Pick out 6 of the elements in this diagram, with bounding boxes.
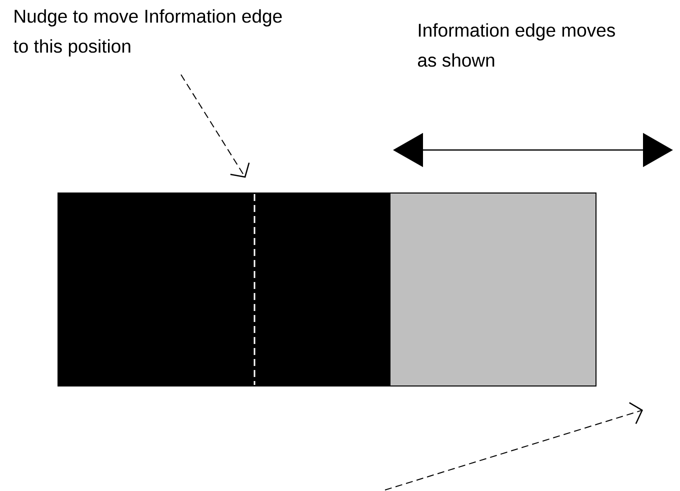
dashed-marker-line (254, 194, 256, 385)
bar-segment (58, 192, 390, 386)
dashed-arrow (180, 74, 250, 178)
bar-segment (390, 192, 596, 386)
note-text: Information edge moves as shown (418, 23, 615, 67)
note-text: Nudge to move Information edge to this position (13, 9, 282, 56)
